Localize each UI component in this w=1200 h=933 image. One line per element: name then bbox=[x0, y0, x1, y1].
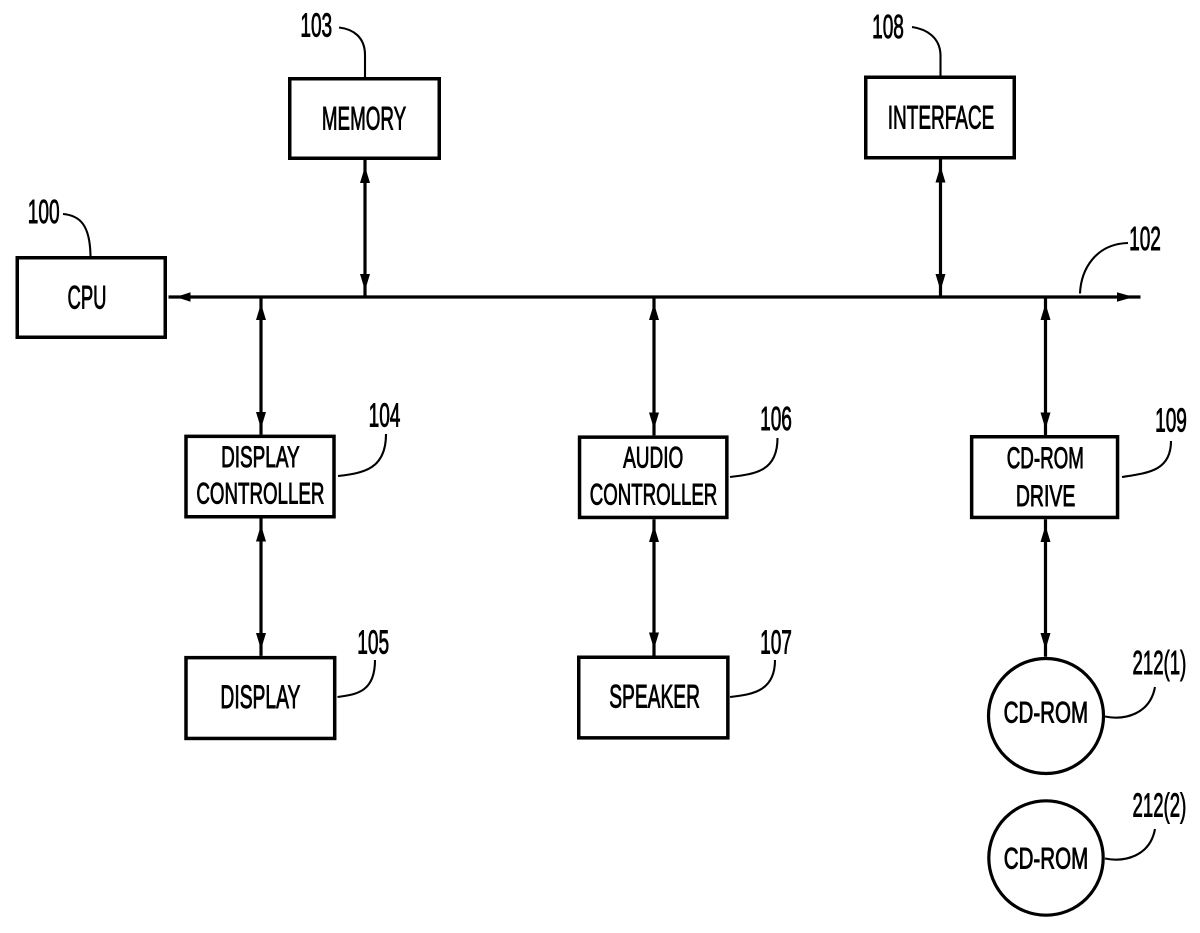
svg-text:108: 108 bbox=[872, 7, 904, 45]
svg-text:CD-ROM: CD-ROM bbox=[1004, 843, 1089, 876]
svg-text:CONTROLLER: CONTROLLER bbox=[590, 478, 717, 512]
svg-text:MEMORY: MEMORY bbox=[322, 100, 407, 137]
svg-text:CONTROLLER: CONTROLLER bbox=[196, 477, 324, 511]
svg-text:DISPLAY: DISPLAY bbox=[221, 440, 300, 473]
svg-text:AUDIO: AUDIO bbox=[623, 441, 683, 474]
svg-text:CD-ROM: CD-ROM bbox=[1004, 697, 1089, 730]
svg-text:INTERFACE: INTERFACE bbox=[888, 99, 994, 136]
svg-text:DRIVE: DRIVE bbox=[1016, 480, 1075, 513]
svg-text:109: 109 bbox=[1155, 401, 1187, 439]
svg-text:212(2): 212(2) bbox=[1133, 786, 1187, 824]
svg-text:SPEAKER: SPEAKER bbox=[609, 678, 700, 715]
svg-text:104: 104 bbox=[369, 396, 401, 434]
svg-text:106: 106 bbox=[760, 399, 792, 437]
svg-text:105: 105 bbox=[357, 623, 389, 661]
svg-text:102: 102 bbox=[1129, 219, 1161, 257]
svg-text:CD-ROM: CD-ROM bbox=[1007, 442, 1084, 476]
svg-text:CPU: CPU bbox=[68, 279, 107, 316]
svg-text:103: 103 bbox=[300, 6, 332, 44]
svg-text:100: 100 bbox=[28, 192, 60, 230]
svg-text:107: 107 bbox=[760, 623, 792, 661]
svg-text:DISPLAY: DISPLAY bbox=[220, 679, 300, 715]
svg-text:212(1): 212(1) bbox=[1133, 643, 1187, 681]
